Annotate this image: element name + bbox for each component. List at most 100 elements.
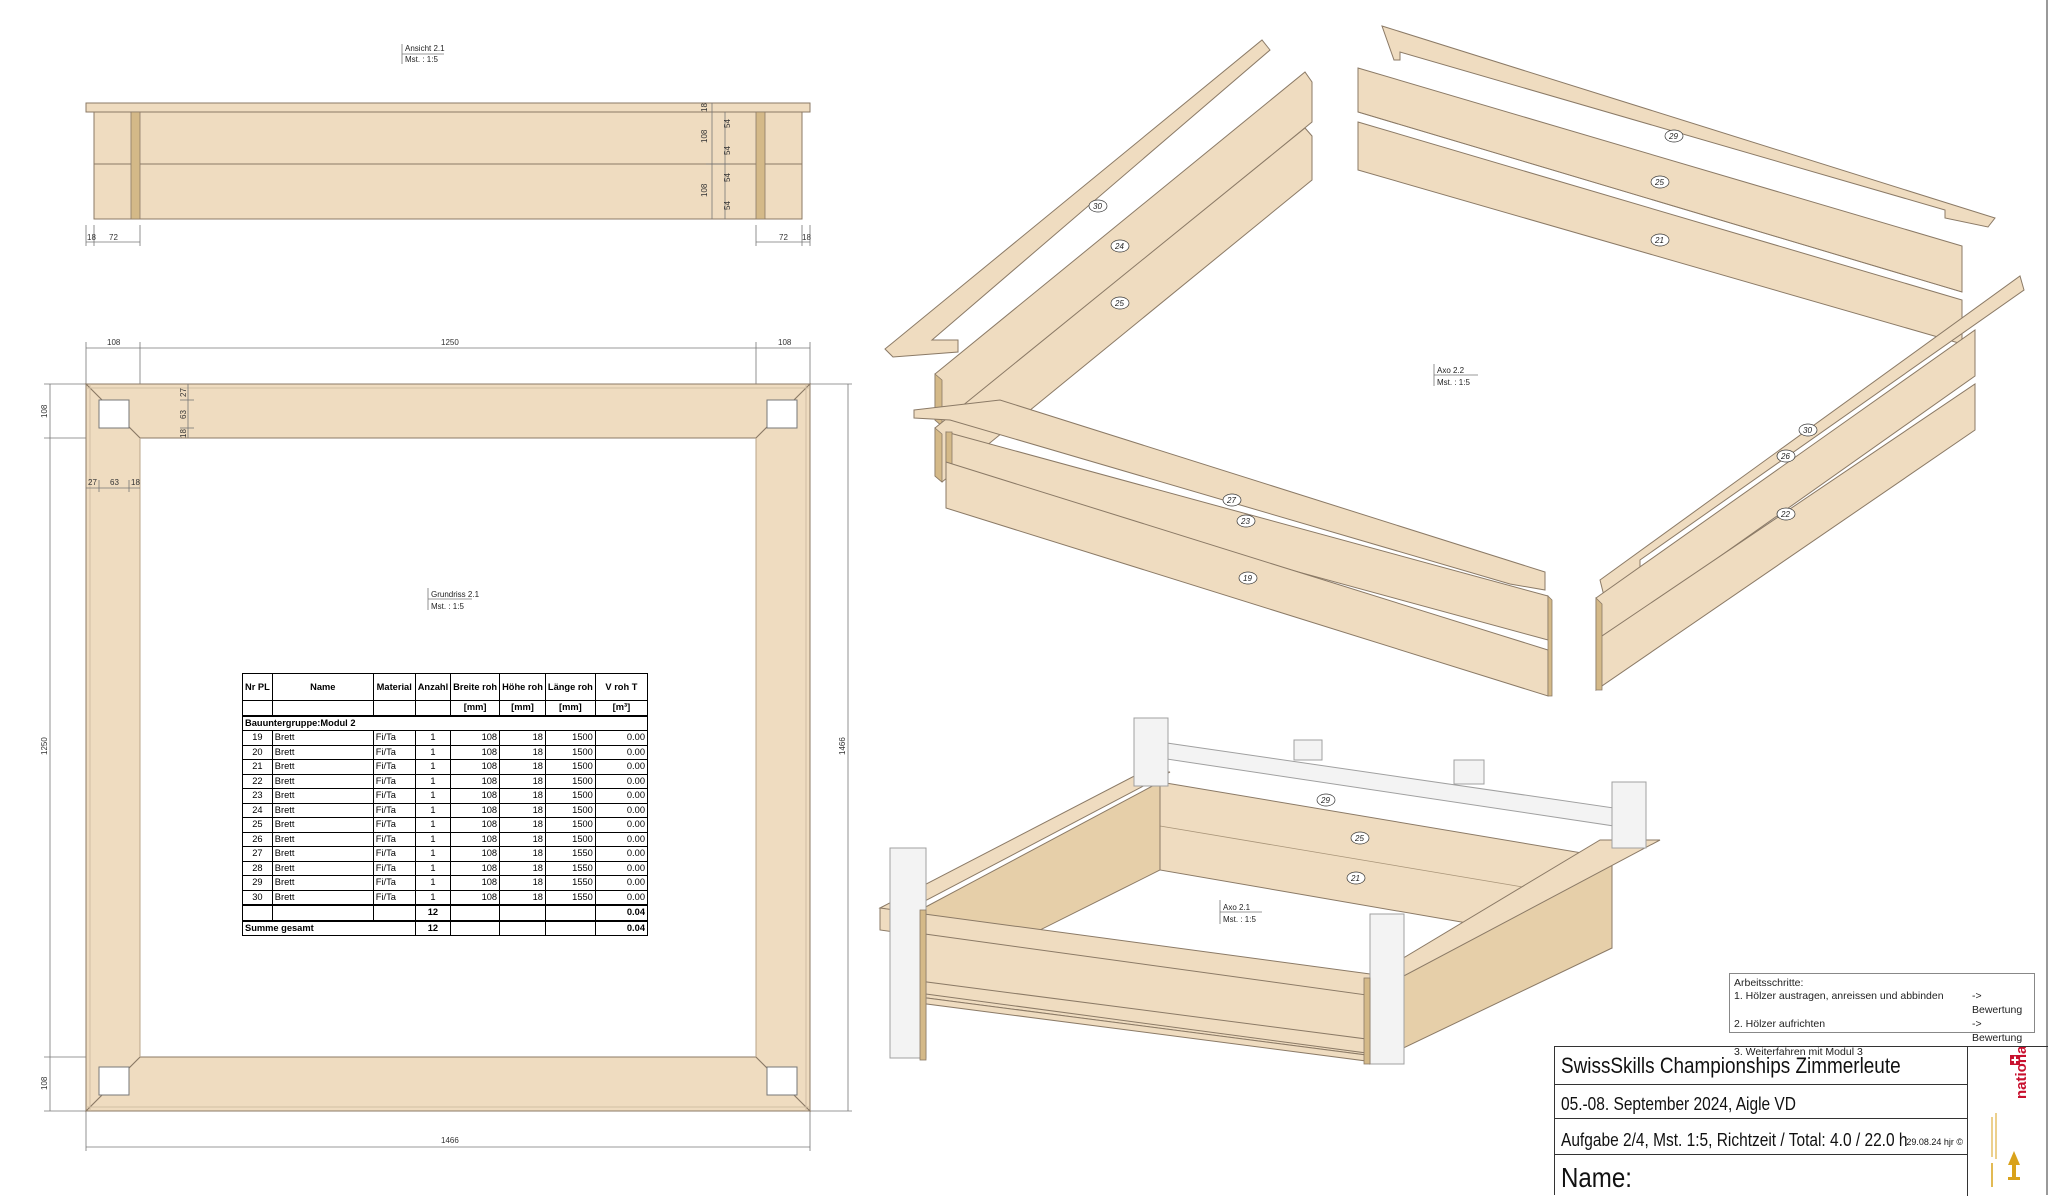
table-cell: 1500: [544, 759, 596, 775]
table-cell: 108: [450, 773, 501, 789]
bubble-text-axo22-left-2: 24: [1114, 242, 1124, 251]
subtotal-count: 12: [414, 904, 452, 921]
axo21-post-back-mid2: [1453, 759, 1485, 785]
subtotal-volume: 0.04: [594, 904, 649, 921]
table-cell: 1500: [544, 817, 596, 833]
grundriss-scale: Mst. : 1:5: [431, 602, 464, 611]
dim-ansicht-left-a: 18: [87, 233, 96, 242]
axo21-scale: Mst. : 1:5: [1223, 915, 1256, 924]
table-cell: 21: [242, 759, 273, 775]
trophy-icon: [2008, 1151, 2020, 1180]
table-cell: Brett: [271, 831, 374, 847]
th-anzahl: Anzahl: [414, 673, 452, 701]
bubble-axo22-right-1: [1798, 423, 1818, 437]
axo-board-29-top: [1381, 25, 1996, 228]
table-cell: 0.00: [594, 773, 649, 789]
bubble-text-axo21-2: 25: [1354, 834, 1364, 843]
table-cell: 18: [499, 889, 546, 906]
bubble-axo22-top-2: [1650, 175, 1670, 189]
table-cell: 1550: [544, 875, 596, 891]
date-line: 05.-08. September 2024, Aigle VD: [1555, 1085, 1967, 1119]
axo22-title: Axo 2.2: [1437, 366, 1465, 375]
table-cell: Brett: [271, 889, 374, 906]
bubble-text-axo22-bottom-2: 23: [1240, 517, 1250, 526]
axo22-view: 30 24 25 29 25 21 27 23 19 30: [884, 25, 2025, 697]
table-cell: 20: [242, 744, 273, 760]
bubble-text-axo21-1: 29: [1320, 796, 1330, 805]
table-cell: 24: [242, 802, 273, 818]
table-cell: 29: [242, 875, 273, 891]
table-cell: 108: [450, 831, 501, 847]
table-cell: 108: [450, 889, 501, 906]
bubble-text-axo22-bottom-1: 27: [1226, 496, 1236, 505]
bubble-axo22-bottom-3: [1238, 571, 1258, 585]
post-hole-tr: [766, 399, 798, 429]
table-cell: Fi/Ta: [372, 730, 416, 746]
table-cell: 1: [414, 817, 452, 833]
name-line: Name:: [1555, 1155, 1967, 1196]
dim-corner-63: 63: [110, 478, 119, 487]
table-cell: Fi/Ta: [372, 846, 416, 862]
table-cell: 0.00: [594, 744, 649, 760]
table-cell: 18: [499, 846, 546, 862]
group-label: Bauuntergruppe:Modul 2: [242, 714, 648, 731]
dim-plan-left-mid: 1250: [40, 737, 49, 755]
table-cell: Fi/Ta: [372, 759, 416, 775]
table-cell: 0.00: [594, 875, 649, 891]
bubble-axo22-top-1: [1664, 129, 1684, 143]
table-cell: 18: [499, 744, 546, 760]
national-team-logo: national team: [1991, 1002, 2030, 1187]
post-hole-tl: [98, 399, 130, 429]
table-cell: Fi/Ta: [372, 744, 416, 760]
table-cell: 0.00: [594, 831, 649, 847]
left-post-edge: [130, 111, 141, 220]
logo-cell: national team: [1967, 1002, 2048, 1196]
dim-ansicht-right-a: 72: [779, 233, 788, 242]
table-cell: 0.00: [594, 860, 649, 876]
table-cell: 18: [499, 831, 546, 847]
ansicht-scale: Mst. : 1:5: [405, 55, 438, 64]
bubble-axo21-3: [1346, 871, 1366, 885]
table-cell: 1: [414, 889, 452, 906]
lower-board: [93, 163, 803, 220]
table-cell: 18: [499, 730, 546, 746]
drawing-title: SwissSkills Championships Zimmerleute: [1561, 1053, 1901, 1078]
dim-corner-27: 27: [88, 478, 97, 487]
table-cell: 1: [414, 846, 452, 862]
table-units-row: [mm] [mm] [mm] [m³]: [242, 700, 649, 716]
table-cell: 0.00: [594, 817, 649, 833]
name-label: Name:: [1561, 1162, 1632, 1193]
bubble-text-axo22-bottom-3: 19: [1243, 574, 1252, 583]
work-steps-box: Arbeitsschritte: 1. Hölzer austragen, an…: [1729, 973, 2035, 1058]
table-cell: 18: [499, 788, 546, 804]
table-header-row: Nr PL Name Material Anzahl Breite roh Hö…: [242, 673, 649, 701]
dim-ansicht-s1: 54: [723, 119, 732, 128]
axo22-scale: Mst. : 1:5: [1437, 378, 1470, 387]
table-cell: 18: [499, 875, 546, 891]
bubble-axo22-bottom-1: [1222, 493, 1242, 507]
table-cell: 108: [450, 875, 501, 891]
bubble-axo22-left-2: [1110, 239, 1130, 253]
plan-board-top: [84, 383, 812, 439]
dim-ansicht-s3: 54: [723, 173, 732, 182]
table-cell: Fi/Ta: [372, 831, 416, 847]
table-cell: Brett: [271, 744, 374, 760]
th-breite: Breite roh: [450, 673, 501, 701]
table-cell: Brett: [271, 730, 374, 746]
table-cell: 1: [414, 788, 452, 804]
task-line: Aufgabe 2/4, Mst. 1:5, Richtzeit / Total…: [1555, 1119, 1967, 1155]
dim-ansicht-h1: 108: [700, 129, 709, 143]
th-volumen: V roh T: [594, 673, 649, 701]
table-cell: 1: [414, 875, 452, 891]
table-cell: Fi/Ta: [372, 788, 416, 804]
table-cell: 108: [450, 860, 501, 876]
